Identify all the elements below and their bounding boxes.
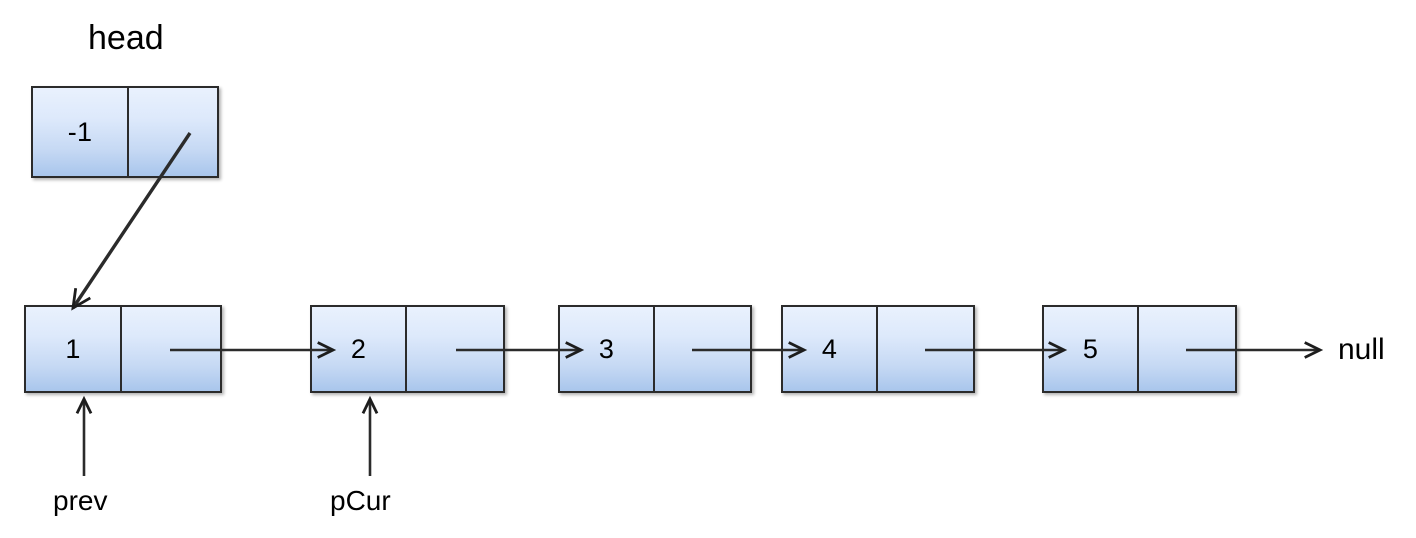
node-data-cell: 4 [783,307,879,391]
null-label: null [1338,333,1385,366]
node-next-cell [122,307,220,391]
node-data-cell: 5 [1044,307,1140,391]
node-value: 3 [598,333,615,364]
node-next-cell [878,307,973,391]
list-node: 4 [781,305,975,393]
list-node: 1 [24,305,222,393]
pointer-arrowhead [75,395,93,414]
node-data-cell: 1 [26,307,123,391]
next-pointer-arrowhead [1304,341,1324,359]
node-data-cell: 3 [560,307,656,391]
head-node: -1 [31,86,219,178]
list-node: 3 [558,305,752,393]
pointer-arrowhead [361,395,379,414]
node-data-cell: 2 [312,307,408,391]
head-node-data-cell: -1 [33,88,129,176]
node-value: 1 [65,333,81,364]
node-value: 4 [821,333,838,364]
pointer-label-pcur: pCur [330,485,391,516]
head-label: head [88,19,164,57]
node-next-cell [407,307,503,391]
list-node: 5 [1042,305,1237,393]
node-next-cell [655,307,750,391]
head-node-next-cell [129,88,217,176]
head-node-value: -1 [67,116,93,147]
pointer-label-prev: prev [53,485,108,516]
node-value: 2 [350,333,367,364]
node-value: 5 [1082,333,1099,364]
node-next-cell [1139,307,1235,391]
list-node: 2 [310,305,505,393]
